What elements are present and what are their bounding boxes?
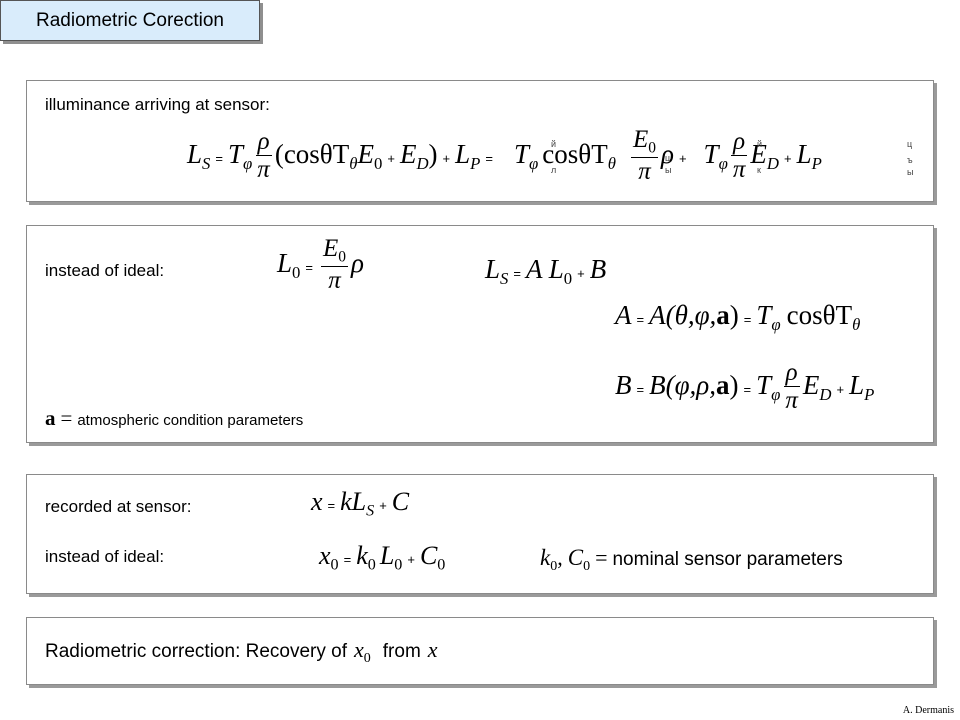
- ideal-recorded-label: instead of ideal:: [45, 547, 165, 566]
- glyph-mark: ы: [665, 165, 672, 175]
- ideal-label: instead of ideal:: [45, 261, 165, 280]
- glyph-mark: й: [757, 139, 763, 149]
- nominal-parameters-note: k0,C0=nominal sensor parameters: [540, 545, 843, 574]
- glyph-mark: ъ: [907, 155, 913, 165]
- atmospheric-parameters-note: a=atmospheric condition parameters: [45, 406, 304, 430]
- atmospheric-vector-symbol: a: [45, 406, 56, 430]
- illuminance-label: illuminance arriving at sensor:: [45, 95, 270, 114]
- slide-title-text: Radiometric Corection: [36, 9, 224, 31]
- glyph-mark: ы: [907, 167, 914, 177]
- glyph-mark: ц: [665, 153, 671, 163]
- recorded-label: recorded at sensor:: [45, 497, 192, 516]
- glyph-mark: й: [551, 139, 557, 149]
- glyph-mark: л: [551, 165, 557, 175]
- glyph-mark: ц: [907, 139, 913, 149]
- panel-sensor-recording: recorded at sensor: instead of ideal: x=…: [26, 474, 934, 594]
- slide-title: Radiometric Corection: [0, 0, 260, 41]
- author-credit: A. Dermanis: [902, 705, 954, 716]
- glyph-mark: к: [757, 165, 761, 175]
- recorded-equation: x=kLS+C: [311, 487, 410, 520]
- linear-model-equation: LS=A L0+B: [485, 254, 607, 288]
